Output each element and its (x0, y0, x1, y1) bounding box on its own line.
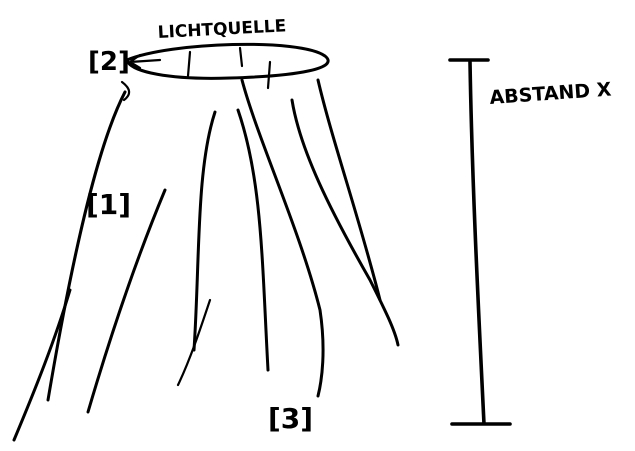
light-ray (176, 298, 212, 387)
light-ray (86, 188, 167, 414)
arrow-to-marker-2 (128, 53, 162, 70)
light-ray (12, 288, 72, 442)
light-ray (192, 110, 217, 352)
ellipse-tick (266, 60, 272, 90)
marker-1-label: [1] (86, 188, 131, 221)
marker-2-tail (120, 80, 131, 102)
ellipse-tick (238, 46, 244, 68)
light-ray (46, 90, 127, 402)
light-ray (236, 108, 270, 372)
distance-bar (448, 58, 512, 426)
ellipse-tick (186, 50, 192, 78)
marker-2-label: [2] (88, 47, 130, 77)
distance-label: ABSTAND X (489, 79, 613, 109)
light-source-label: LICHTQUELLE (157, 16, 286, 43)
light-ray (240, 78, 325, 398)
light-ray (316, 78, 382, 302)
marker-3-label: [3] (268, 402, 313, 435)
light-source-ellipse (125, 42, 330, 80)
light-ray (290, 98, 400, 347)
